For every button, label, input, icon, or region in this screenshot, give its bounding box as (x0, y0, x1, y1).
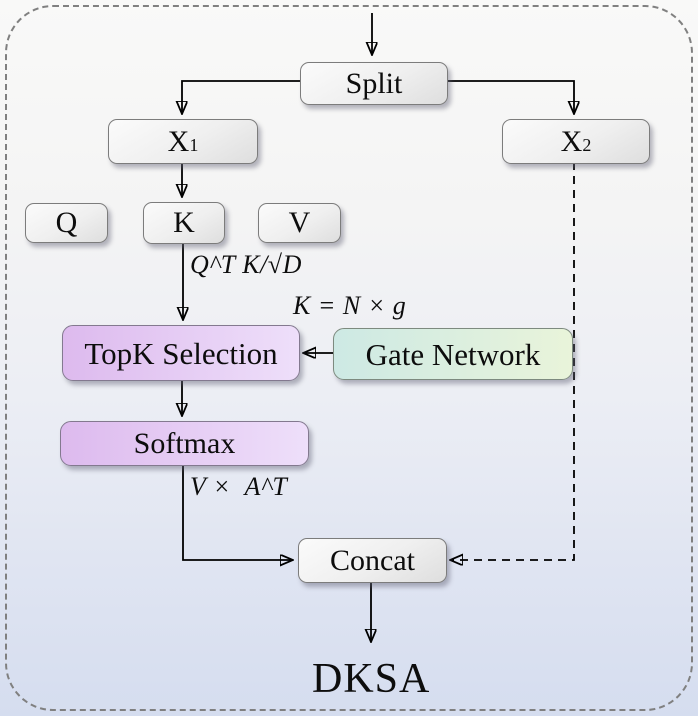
node-v-label: V (288, 206, 311, 239)
formula-v-times-a-transpose: V × A^T (190, 472, 288, 501)
node-k: K (143, 202, 225, 244)
node-x2-label: X (560, 124, 583, 158)
connector-split-to-x2 (446, 80, 574, 113)
node-concat: Concat (298, 538, 447, 583)
node-topk-selection-label: TopK Selection (84, 335, 278, 371)
node-concat-label: Concat (330, 543, 415, 577)
figure-output-label: DKSA (312, 656, 431, 702)
node-x1-label: X (167, 124, 190, 158)
node-q: Q (25, 203, 108, 243)
formula-qk-scaled: Q^T K/√D (190, 250, 302, 279)
node-gate-network: Gate Network (333, 328, 573, 380)
node-gate-network-label: Gate Network (365, 336, 541, 372)
connector-split-to-x1 (182, 80, 300, 113)
node-q-label: Q (55, 206, 78, 239)
node-split: Split (300, 62, 448, 105)
node-split-label: Split (345, 66, 403, 100)
node-softmax: Softmax (60, 421, 309, 466)
node-v: V (258, 203, 341, 243)
formula-k-equals-n-times-g: K = N × g (293, 291, 407, 320)
node-softmax-label: Softmax (133, 426, 236, 460)
node-topk-selection: TopK Selection (62, 325, 300, 381)
node-k-label: K (173, 206, 195, 239)
